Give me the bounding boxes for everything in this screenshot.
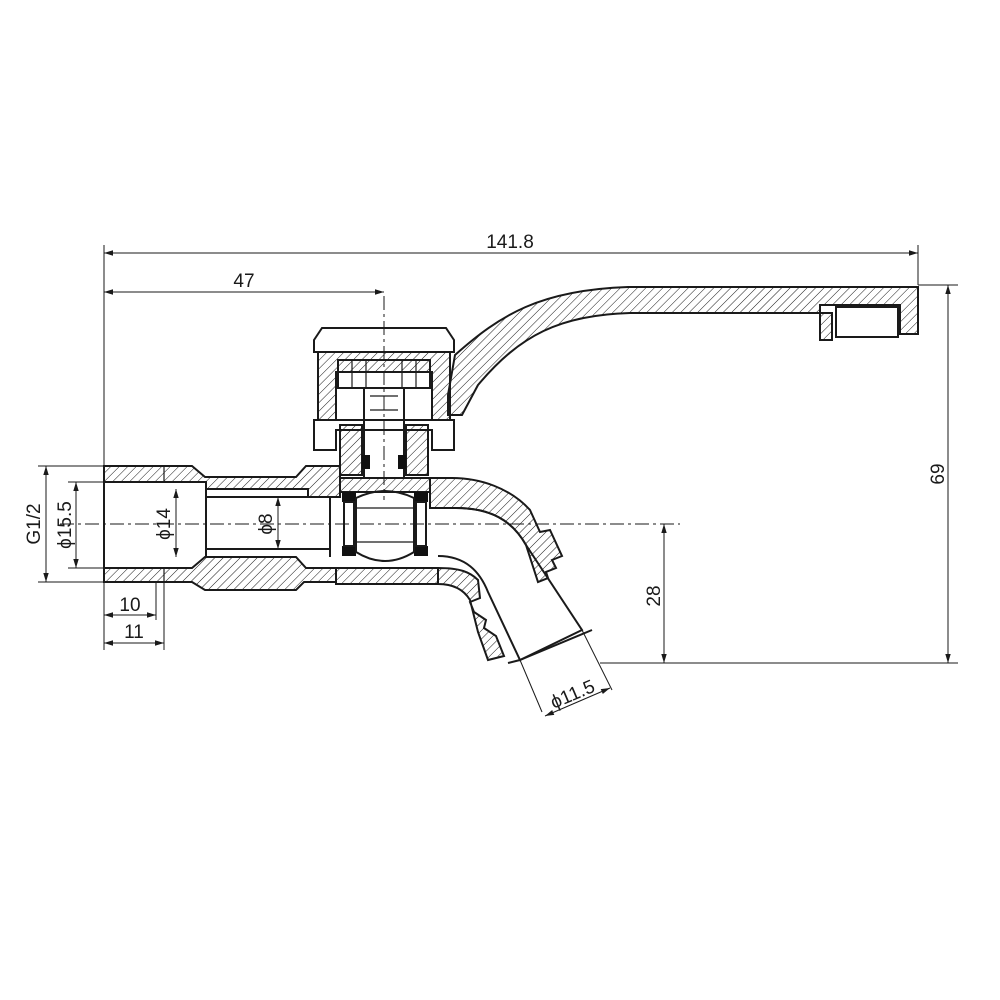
dim-label-d14: ϕ14 (154, 508, 175, 540)
dim-label-10: 10 (119, 595, 140, 616)
dim-handle-offset: 47 (104, 271, 384, 295)
dim-spout-outlet: ϕ11.5 (519, 629, 613, 717)
center-lines (60, 296, 680, 525)
dim-label-11: 11 (124, 622, 144, 643)
ball-chamber (335, 477, 439, 585)
dim-label-d15-5: ϕ15.5 (55, 501, 76, 549)
dim-overall-length: 141.8 (103, 232, 919, 470)
dim-label-d8: ϕ8 (256, 513, 277, 534)
spout (429, 477, 593, 664)
dim-thread-size: G1/2 (24, 465, 104, 583)
dim-label-g1-2: G1/2 (24, 503, 45, 544)
dim-bore-valve: ϕ8 (256, 497, 281, 549)
dim-thread-length-11: 11 (104, 582, 165, 650)
dim-thread-length-10: 10 (103, 582, 157, 650)
valve-body (103, 465, 341, 591)
dim-overall-height: 69 (600, 284, 958, 664)
dim-thread-diameter: ϕ15.5 (55, 481, 104, 569)
dim-label-69: 69 (928, 463, 949, 484)
lever-handle (447, 286, 919, 416)
dim-spout-drop: 28 (644, 524, 667, 663)
dim-label-d11-5: ϕ11.5 (547, 676, 598, 713)
dim-label-47: 47 (233, 271, 254, 292)
handle-cap (313, 327, 455, 451)
dim-bore-inlet: ϕ14 (154, 489, 179, 557)
dim-label-141-8: 141.8 (486, 232, 534, 253)
dim-label-28: 28 (644, 585, 665, 606)
